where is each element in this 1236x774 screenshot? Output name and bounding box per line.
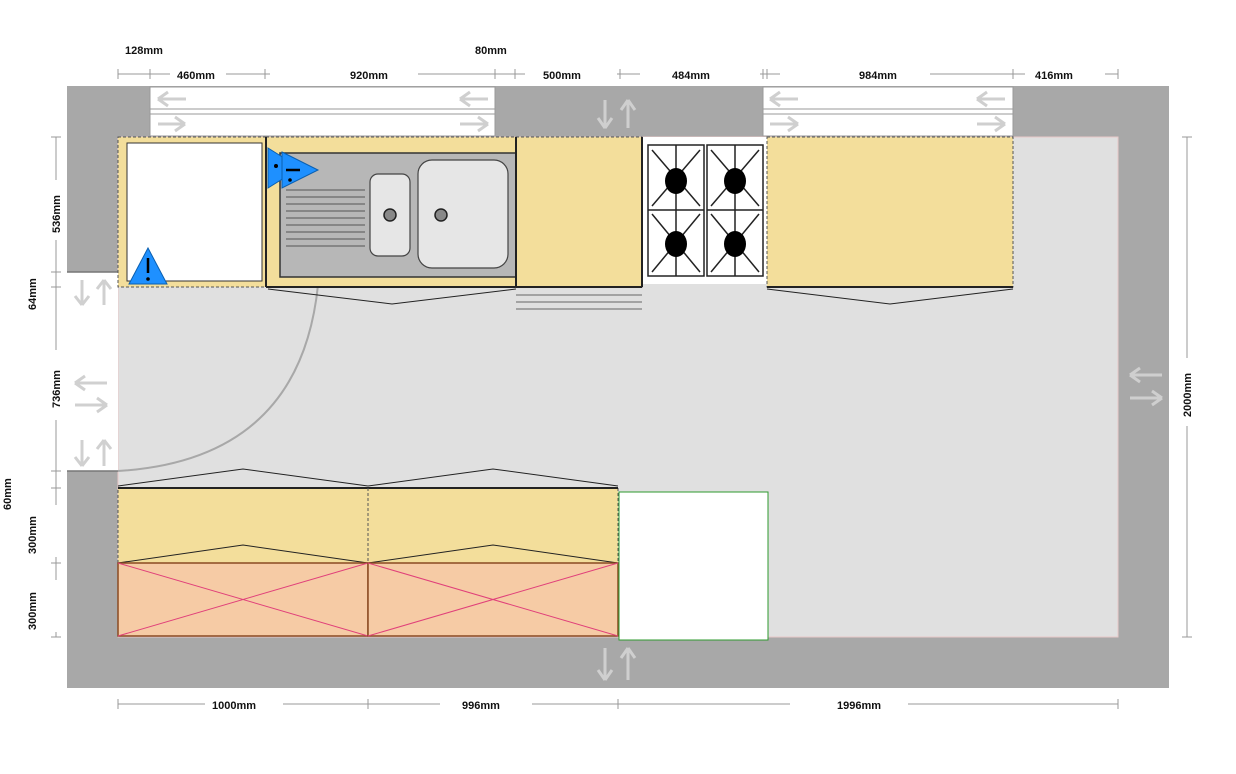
dim-label-top-460: 460mm [177, 70, 215, 82]
door[interactable] [67, 271, 319, 472]
dim-label-top-416: 416mm [1035, 70, 1073, 82]
dim-label-bottom-1000: 1000mm [212, 700, 256, 712]
dimension-labels: 128mm 80mm 460mm 920mm 500mm 484mm 984mm… [2, 45, 1194, 712]
base-unit-marks-bottom [117, 468, 619, 564]
dishwasher-lines [516, 294, 642, 310]
appliance-box[interactable] [618, 491, 769, 641]
dim-label-top-128: 128mm [125, 45, 163, 57]
wall-arrow-top[interactable] [596, 99, 637, 129]
burner[interactable] [724, 168, 746, 194]
dim-label-top-484: 484mm [672, 70, 710, 82]
worktop-mid[interactable] [515, 136, 643, 288]
burner[interactable] [724, 231, 746, 257]
hob[interactable] [643, 137, 767, 284]
dim-label-left-536: 536mm [51, 195, 63, 233]
dim-label-top-920: 920mm [350, 70, 388, 82]
dim-label-right-2000: 2000mm [1182, 373, 1194, 417]
tall-unit-right[interactable] [367, 562, 619, 637]
dim-label-top-80: 80mm [475, 45, 507, 57]
base-unit-marks-top [267, 288, 1014, 305]
dim-label-bottom-996: 996mm [462, 700, 500, 712]
burner[interactable] [665, 231, 687, 257]
worktop-top-right[interactable] [766, 136, 1014, 288]
tall-unit-left[interactable] [117, 562, 369, 637]
dim-label-top-500: 500mm [543, 70, 581, 82]
dim-label-left-736: 736mm [51, 370, 63, 408]
warning-icon[interactable] [267, 147, 320, 189]
wall-arrow-right[interactable] [1129, 366, 1163, 407]
window-right[interactable] [762, 86, 1014, 137]
wall-arrow-bottom[interactable] [596, 647, 637, 681]
burner[interactable] [665, 168, 687, 194]
dim-label-left-60: 60mm [2, 478, 14, 510]
sink[interactable] [279, 152, 517, 278]
dim-label-bottom-1996: 1996mm [837, 700, 881, 712]
dim-label-left-300a: 300mm [27, 516, 39, 554]
dim-label-top-984: 984mm [859, 70, 897, 82]
warning-icon[interactable] [128, 246, 168, 285]
dim-label-left-300b: 300mm [27, 592, 39, 630]
dim-label-left-64: 64mm [27, 278, 39, 310]
window-left[interactable] [149, 86, 496, 137]
